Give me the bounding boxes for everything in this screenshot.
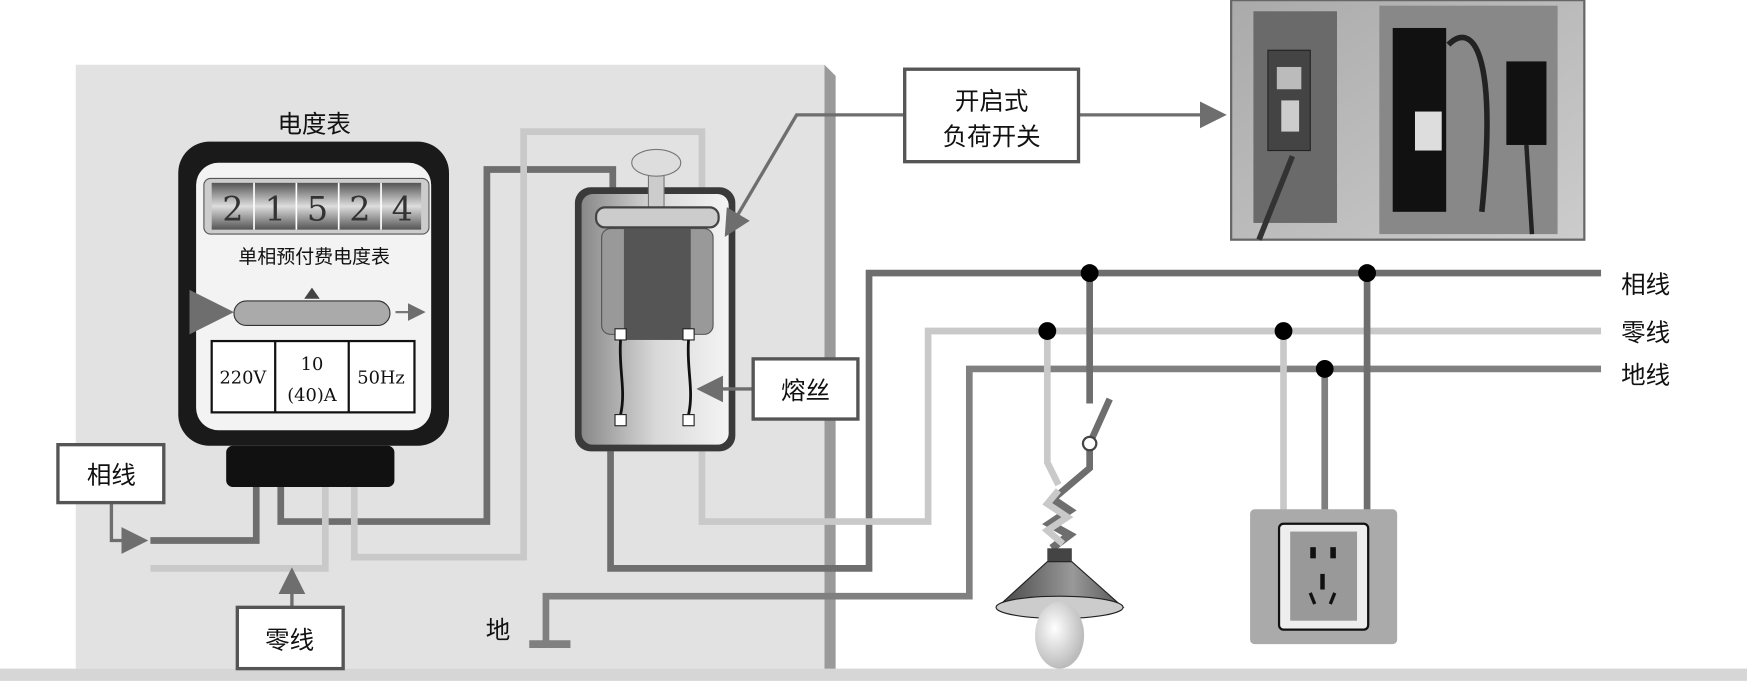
phase-wire-to-bus bbox=[607, 269, 1602, 572]
pendant-lamp bbox=[995, 548, 1125, 669]
neutral-wire-in bbox=[150, 487, 329, 572]
fuse-wire bbox=[618, 339, 624, 415]
meter-digit: 4 bbox=[392, 190, 413, 229]
neutral-wire-to-bus bbox=[698, 327, 1602, 525]
callouts: 开启式 负荷开关 熔丝 相线 零线 地 相线 零线 地线 bbox=[56, 67, 1670, 671]
light-bulb bbox=[1035, 601, 1085, 669]
phase-wire-to-switch bbox=[277, 166, 617, 525]
wires bbox=[150, 128, 1602, 649]
svg-text:220V: 220V bbox=[219, 367, 267, 388]
switch-photo bbox=[1230, 0, 1586, 241]
svg-text:(40)A: (40)A bbox=[287, 385, 338, 406]
neutral-wire-to-switch bbox=[350, 128, 706, 561]
bus-phase-label: 相线 bbox=[1621, 270, 1670, 299]
meter-title: 电度表 bbox=[277, 110, 351, 139]
phase-in-label-box bbox=[56, 443, 166, 505]
bottom-strip bbox=[0, 668, 1747, 681]
earth-label: 地 bbox=[486, 616, 510, 645]
svg-text:开启式: 开启式 bbox=[955, 86, 1029, 115]
svg-text:负荷开关: 负荷开关 bbox=[943, 122, 1041, 151]
switch-pivot bbox=[1081, 435, 1098, 452]
svg-text:熔丝: 熔丝 bbox=[781, 376, 830, 405]
switch-label-box bbox=[903, 67, 1081, 164]
meter-digit: 2 bbox=[349, 190, 370, 229]
bus-neutral-label: 零线 bbox=[1621, 318, 1670, 347]
meter-digit: 5 bbox=[307, 190, 328, 229]
svg-text:50Hz: 50Hz bbox=[357, 367, 405, 388]
neutral-in-label-box bbox=[235, 605, 345, 671]
ground-wire bbox=[542, 365, 1602, 645]
phase-wire-in bbox=[150, 487, 260, 544]
junction-dots bbox=[1038, 264, 1376, 378]
svg-text:相线: 相线 bbox=[87, 461, 136, 490]
meter-digit: 1 bbox=[265, 190, 286, 229]
bus-ground-label: 地线 bbox=[1621, 360, 1670, 389]
wall-socket bbox=[1250, 509, 1398, 645]
lamp-switch-lever bbox=[1086, 397, 1113, 445]
svg-text:零线: 零线 bbox=[265, 626, 314, 655]
open-load-switch bbox=[574, 148, 736, 452]
svg-text:10: 10 bbox=[301, 354, 324, 375]
meter-name: 单相预付费电度表 bbox=[238, 246, 390, 268]
meter-digit: 2 bbox=[222, 190, 243, 229]
fuse-wire bbox=[686, 339, 692, 415]
electricity-meter: 电度表 2 1 5 2 4 单相预付费电度表 220V 10 (40)A 50H… bbox=[178, 110, 450, 488]
fuse-label-box bbox=[751, 357, 860, 421]
